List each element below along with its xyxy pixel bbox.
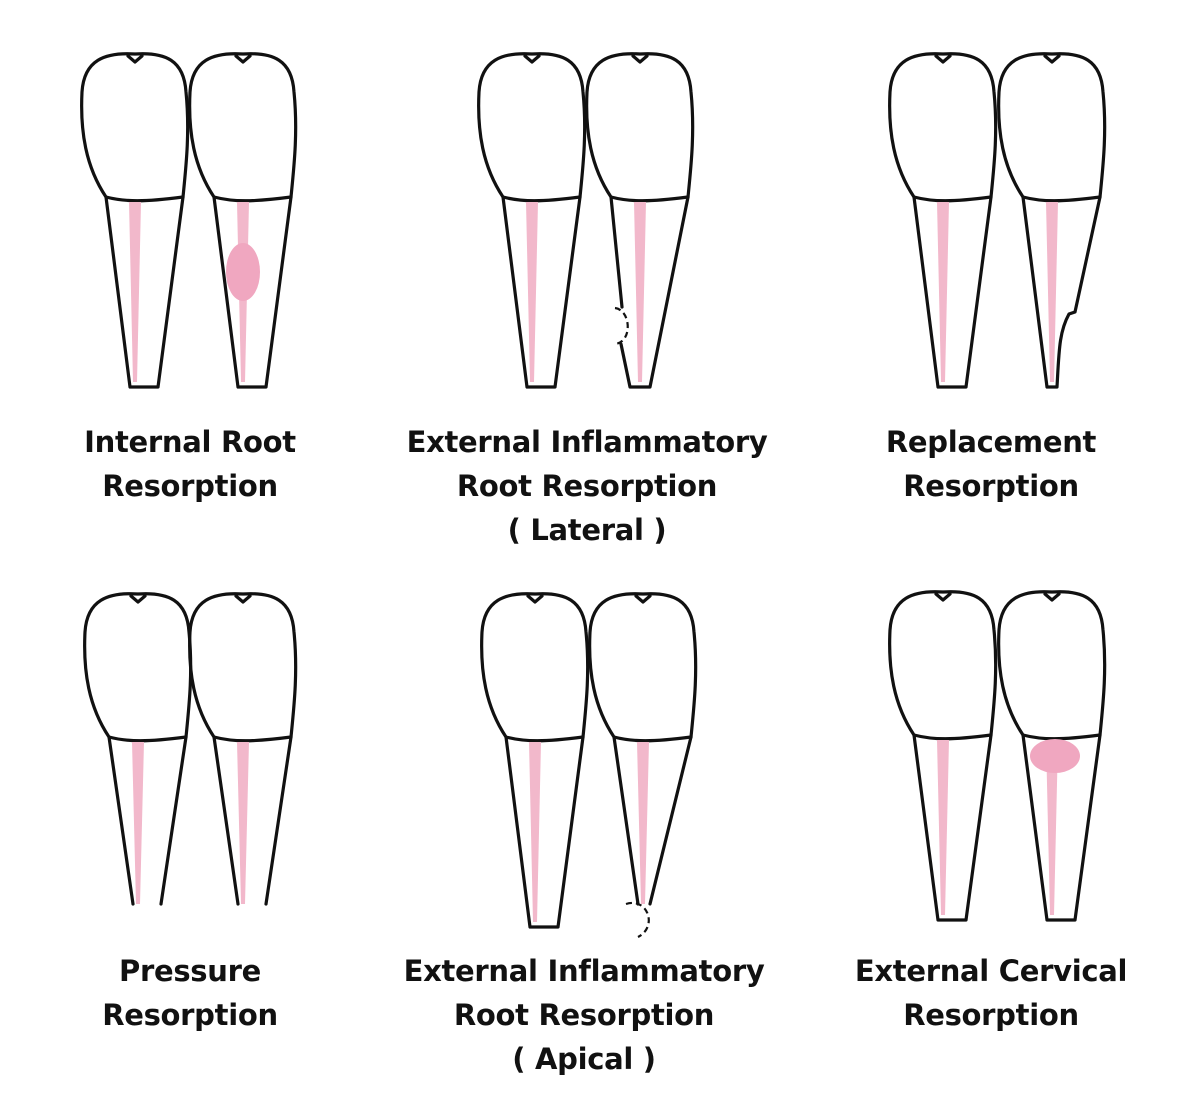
label-pressure-resorption: Pressure Resorption	[0, 949, 400, 1037]
tooth-left	[80, 52, 190, 389]
tooth-right	[997, 52, 1107, 389]
crown-notch	[1043, 592, 1061, 602]
internal-resorption-lesion	[226, 243, 260, 301]
crown-notch	[934, 592, 952, 602]
tooth-right	[585, 52, 695, 389]
crown-notch	[523, 54, 541, 64]
pulp-canal	[937, 202, 949, 382]
tooth-left	[477, 52, 587, 389]
label-external-inflammatory-apical: External Inflammatory Root Resorption ( …	[374, 949, 794, 1081]
panel-internal-root-resorption	[80, 52, 298, 389]
label-line: ( Lateral )	[507, 513, 667, 547]
crown-notch	[129, 594, 147, 604]
crown-root-line	[1021, 195, 1102, 203]
tooth-right	[188, 592, 298, 906]
pulp-canal	[129, 202, 141, 382]
lateral-resorption-defect	[614, 306, 629, 346]
crown-notch	[1043, 54, 1061, 64]
tooth-outline	[83, 592, 193, 906]
crown-root-line	[912, 195, 993, 203]
crown-root-line	[107, 735, 188, 743]
label-external-cervical-resorption: External Cervical Resorption	[781, 949, 1198, 1037]
label-line: Replacement	[885, 425, 1097, 459]
tooth-right	[188, 52, 298, 389]
pulp-canal	[529, 742, 541, 922]
tooth-left	[888, 52, 998, 389]
label-line: Root Resorption	[453, 998, 715, 1032]
crown-root-line	[612, 735, 693, 743]
pulp-canal	[637, 742, 649, 904]
crown-notch	[234, 594, 252, 604]
crown-notch	[526, 594, 544, 604]
label-line: Resorption	[903, 998, 1079, 1032]
label-line: External Inflammatory	[406, 425, 768, 459]
label-line: Resorption	[102, 998, 278, 1032]
tooth-right	[997, 590, 1107, 922]
label-line: ( Apical )	[512, 1042, 656, 1076]
label-line: Root Resorption	[456, 469, 718, 503]
tooth-outline-lateral	[585, 52, 695, 389]
tooth-right	[588, 592, 698, 938]
panel-pressure-resorption	[83, 592, 298, 906]
tooth-outline	[188, 592, 298, 906]
crown-root-line	[212, 735, 293, 743]
label-replacement-resorption: Replacement Resorption	[781, 420, 1198, 508]
crown-notch	[631, 54, 649, 64]
pulp-canal	[132, 742, 144, 904]
crown-root-line	[1021, 733, 1102, 741]
pulp-canal	[1046, 202, 1058, 382]
label-line: Resorption	[903, 469, 1079, 503]
label-line: Pressure	[119, 954, 261, 988]
label-line: Resorption	[102, 469, 278, 503]
tooth-outline	[588, 592, 698, 906]
tooth-left	[480, 592, 590, 929]
pulp-canal	[237, 742, 249, 904]
pulp-canal	[937, 740, 949, 915]
label-line: Internal Root	[84, 425, 296, 459]
panel-replacement-resorption	[888, 52, 1107, 389]
crown-root-line	[609, 195, 690, 203]
panel-external-inflammatory-lateral	[477, 52, 695, 389]
label-external-inflammatory-lateral: External Inflammatory Root Resorption ( …	[377, 420, 797, 552]
label-line: External Cervical	[854, 954, 1128, 988]
crown-notch	[126, 54, 144, 64]
apical-resorption-defect	[625, 901, 650, 938]
crown-root-line	[212, 195, 293, 203]
label-internal-root-resorption: Internal Root Resorption	[0, 420, 400, 508]
panel-external-inflammatory-apical	[480, 592, 698, 938]
pulp-canal	[634, 202, 646, 382]
crown-root-line	[501, 195, 582, 203]
crown-notch	[934, 54, 952, 64]
cervical-resorption-lesion	[1030, 739, 1080, 773]
crown-root-line	[104, 195, 185, 203]
crown-root-line	[504, 735, 585, 743]
tooth-left	[83, 592, 193, 906]
tooth-left	[888, 590, 998, 922]
label-line: External Inflammatory	[403, 954, 765, 988]
crown-notch	[634, 594, 652, 604]
crown-notch	[234, 54, 252, 64]
crown-root-line	[912, 733, 993, 741]
pulp-canal	[1046, 740, 1058, 915]
panel-external-cervical-resorption	[888, 590, 1107, 922]
pulp-canal	[526, 202, 538, 382]
